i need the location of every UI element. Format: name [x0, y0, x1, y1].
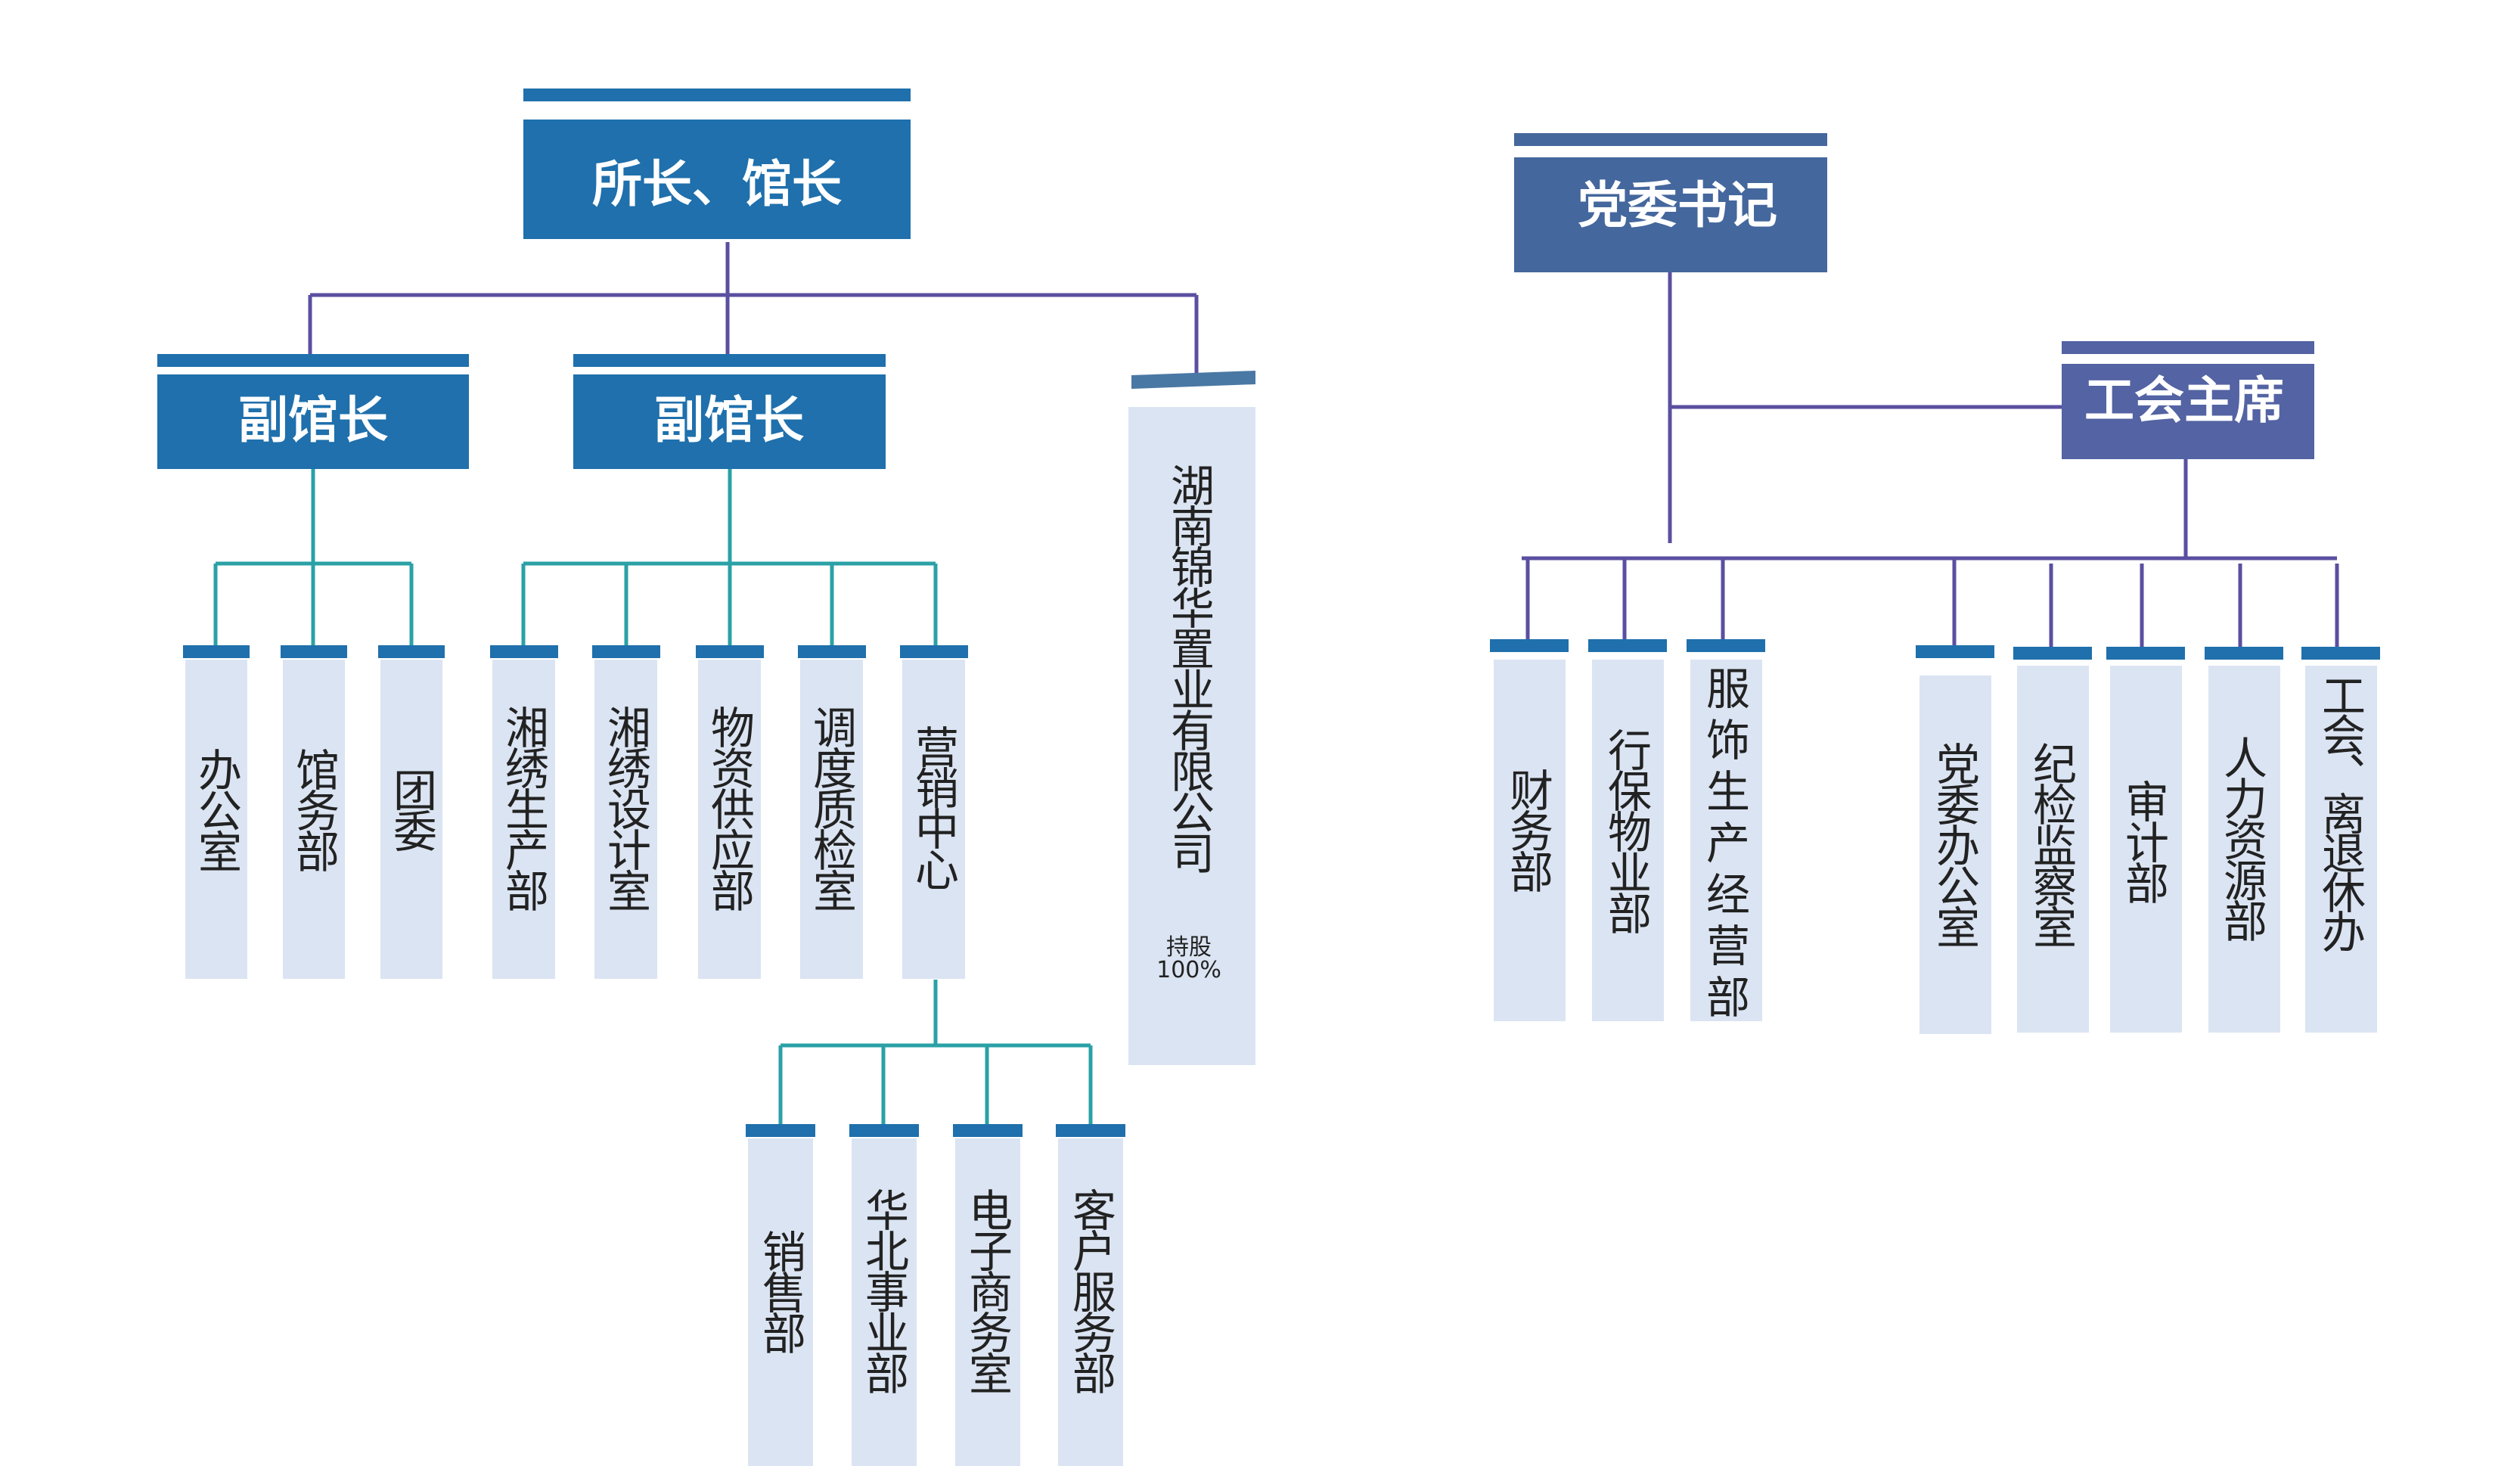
dept-label: 营销中心 — [908, 725, 959, 889]
connectors-marketing — [778, 980, 1093, 1129]
subsidiary-note-1: 持股 — [1166, 934, 1212, 961]
dept-node: 党委办公室 — [1916, 645, 1994, 1034]
dept-label: 物资供应部 — [703, 705, 755, 912]
right-departments: 财务部 行保物业部 服饰生产经营部 党委办公室 纪检监察室 — [1490, 639, 2380, 1034]
dept-label: 财务部 — [1502, 768, 1553, 893]
dept-node: 客户服务部 — [1056, 1124, 1125, 1466]
dept-node: 服饰生产经营部 — [1687, 639, 1765, 1026]
dept-node: 审计部 — [2106, 647, 2185, 1033]
dept-label: 纪检监察室 — [2025, 741, 2077, 946]
dept-node: 电子商务室 — [953, 1124, 1023, 1466]
dept-label: 华北事业部 — [858, 1188, 909, 1394]
dept-node: 销售部 — [746, 1124, 815, 1466]
dept-node: 营销中心 — [900, 645, 968, 979]
dept-node: 华北事业部 — [849, 1124, 919, 1466]
union-chair-node: 工会主席 — [2062, 341, 2314, 459]
dept-label: 湘绣设计室 — [600, 705, 651, 909]
dept-label: 行保物业部 — [1600, 728, 1652, 934]
dept-label: 电子商务室 — [961, 1188, 1013, 1392]
dept-node: 湘绣设计室 — [592, 645, 660, 979]
connectors-right — [1522, 272, 2339, 651]
deputy-1-departments: 办公室 馆务部 团委 — [183, 645, 445, 979]
dept-node: 湘绣生产部 — [490, 645, 558, 979]
dept-node: 行保物业部 — [1588, 639, 1667, 1021]
subsidiary-node: 湖南锦华置业有限公司 持股 100% — [1128, 371, 1255, 1065]
dept-label: 馆务部 — [288, 747, 340, 872]
deputy-2-title: 副馆长 — [654, 391, 804, 449]
deputy-2-departments: 湘绣生产部 湘绣设计室 物资供应部 调度质检室 营销中心 — [490, 645, 968, 979]
union-chair-title: 工会主席 — [2084, 371, 2284, 430]
dept-label: 团委 — [386, 768, 437, 851]
director-node: 所长、馆长 — [523, 89, 911, 239]
dept-node: 调度质检室 — [798, 645, 866, 979]
dept-label: 工会、离退休办 — [2314, 673, 2366, 952]
right-tree: 党委书记 工会主席 财务部 行保物业部 服饰生产经营部 — [1490, 133, 2380, 1034]
deputy-node-1: 副馆长 — [157, 354, 469, 469]
deputy-1-title: 副馆长 — [238, 391, 388, 449]
dept-label: 办公室 — [191, 747, 242, 870]
dept-node: 财务部 — [1490, 639, 1569, 1021]
connectors-deputy-1 — [213, 469, 414, 651]
connectors-director — [308, 242, 1199, 374]
dept-label: 服饰生产经营部 — [1699, 666, 1750, 1026]
dept-node: 纪检监察室 — [2013, 647, 2092, 1033]
party-secretary-node: 党委书记 — [1514, 133, 1827, 272]
dept-node: 工会、离退休办 — [2301, 647, 2380, 1033]
dept-label: 审计部 — [2118, 779, 2169, 904]
deputy-node-2: 副馆长 — [573, 354, 886, 469]
dept-label: 客户服务部 — [1065, 1188, 1116, 1394]
dept-node: 团委 — [378, 645, 445, 979]
dept-node: 人力资源部 — [2205, 647, 2283, 1033]
dept-label: 湘绣生产部 — [498, 705, 549, 912]
dept-label: 人力资源部 — [2216, 735, 2267, 942]
marketing-units: 销售部 华北事业部 电子商务室 客户服务部 — [746, 1124, 1125, 1466]
subsidiary-note-2: 100% — [1156, 957, 1221, 983]
left-tree: 所长、馆长 副馆长 副馆长 湖南锦华置业有限公司 持股 100% — [157, 89, 1255, 1466]
dept-label: 党委办公室 — [1929, 741, 1980, 946]
dept-node: 办公室 — [183, 645, 250, 979]
connectors-deputy-2 — [521, 469, 938, 651]
dept-node: 馆务部 — [281, 645, 347, 979]
subsidiary-name: 湖南锦华置业有限公司 — [1163, 463, 1215, 873]
party-secretary-title: 党委书记 — [1578, 176, 1777, 234]
dept-label: 调度质检室 — [805, 705, 857, 909]
director-title: 所长、馆长 — [592, 155, 842, 213]
dept-node: 物资供应部 — [696, 645, 764, 979]
dept-label: 销售部 — [755, 1229, 806, 1354]
